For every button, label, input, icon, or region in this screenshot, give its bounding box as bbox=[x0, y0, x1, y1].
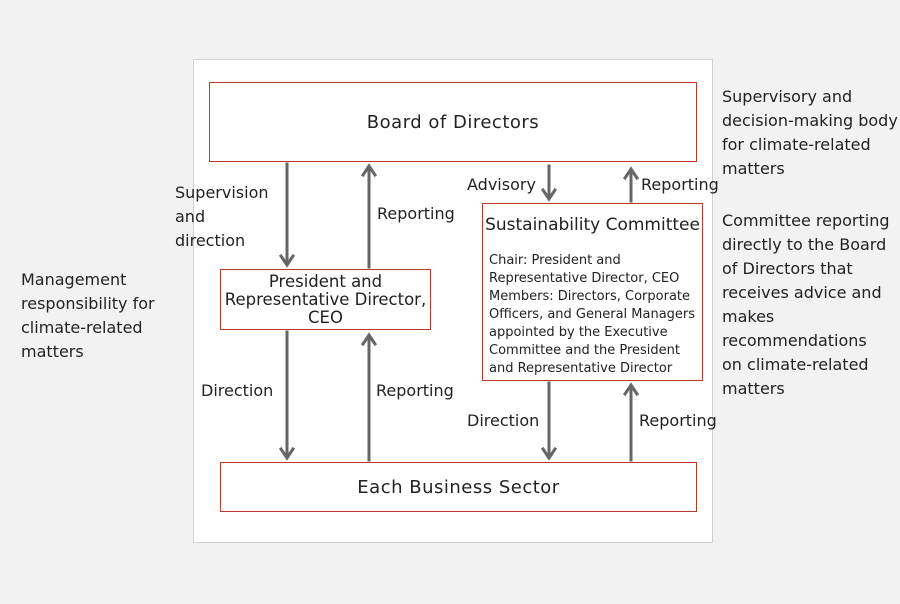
board-note-line: matters bbox=[722, 159, 785, 178]
committee-note-line: on climate-related bbox=[722, 355, 869, 374]
board-note-line: for climate-related bbox=[722, 135, 871, 154]
committee-detail-line: Officers, and General Managers bbox=[489, 307, 696, 322]
arrow-sector-to-ceo bbox=[360, 332, 378, 462]
committee-note-line: makes bbox=[722, 307, 775, 326]
committee-note: Committee reporting directly to the Boar… bbox=[722, 209, 890, 401]
advisory-label: Advisory bbox=[467, 175, 536, 194]
management-note-line: climate-related bbox=[21, 318, 143, 337]
ceo-line-3: CEO bbox=[308, 307, 343, 327]
ceo-line-1: President and bbox=[268, 271, 383, 291]
board-label: Board of Directors bbox=[366, 111, 540, 133]
direction-label-ceo-sector: Direction bbox=[201, 381, 274, 400]
committee-note-line: Committee reporting bbox=[722, 211, 890, 230]
management-note-line: responsibility for bbox=[21, 294, 155, 313]
committee-note-line: directly to the Board bbox=[722, 235, 887, 254]
management-note-line: matters bbox=[21, 342, 84, 361]
business-sector-box: Each Business Sector bbox=[220, 462, 697, 512]
reporting-label-sector-ceo: Reporting bbox=[376, 381, 454, 400]
management-note: Management responsibility for climate-re… bbox=[21, 268, 155, 364]
committee-detail-line: Members: Directors, Corporate bbox=[489, 289, 691, 304]
committee-detail-line: Representative Director, CEO bbox=[489, 271, 680, 286]
arrow-committee-to-board bbox=[622, 166, 640, 203]
ceo-box: President and Representative Director, C… bbox=[220, 269, 431, 330]
arrow-ceo-to-board bbox=[360, 163, 378, 269]
arrow-ceo-to-sector bbox=[278, 330, 296, 461]
board-note-line: decision-making body bbox=[722, 111, 898, 130]
committee-note-line: matters bbox=[722, 379, 785, 398]
board-note-line: Supervisory and bbox=[722, 87, 853, 106]
committee-note-line: of Directors that bbox=[722, 259, 853, 278]
committee-detail-line: appointed by the Executive bbox=[489, 325, 668, 340]
committee-detail-line: and Representative Director bbox=[489, 361, 673, 376]
supervision-label: Supervision and direction bbox=[175, 181, 269, 253]
committee-detail-line: Chair: President and bbox=[489, 253, 621, 268]
committee-detail: Chair: President and Representative Dire… bbox=[489, 252, 695, 378]
board-note: Supervisory and decision-making body for… bbox=[722, 85, 898, 181]
supervision-line-2: and bbox=[175, 207, 206, 226]
reporting-label-sector-committee: Reporting bbox=[639, 411, 717, 430]
sustainability-committee-box: Sustainability Committee Chair: Presiden… bbox=[482, 203, 703, 381]
committee-note-line: recommendations bbox=[722, 331, 867, 350]
arrow-committee-to-sector bbox=[540, 381, 558, 461]
sector-label: Each Business Sector bbox=[357, 476, 560, 498]
supervision-line-3: direction bbox=[175, 231, 246, 250]
reporting-label-committee-board: Reporting bbox=[641, 175, 719, 194]
ceo-line-2: Representative Director, bbox=[224, 289, 427, 309]
management-note-line: Management bbox=[21, 270, 127, 289]
committee-detail-line: Committee and the President bbox=[489, 343, 680, 358]
direction-label-committee-sector: Direction bbox=[467, 411, 540, 430]
committee-title: Sustainability Committee bbox=[485, 215, 700, 235]
committee-note-line: receives advice and bbox=[722, 283, 882, 302]
board-of-directors-box: Board of Directors bbox=[209, 82, 697, 162]
arrow-board-to-ceo bbox=[278, 162, 296, 268]
arrow-board-to-committee bbox=[540, 164, 558, 202]
reporting-label-ceo-board: Reporting bbox=[377, 204, 455, 223]
supervision-line-1: Supervision bbox=[175, 183, 269, 202]
arrow-sector-to-committee bbox=[622, 382, 640, 462]
